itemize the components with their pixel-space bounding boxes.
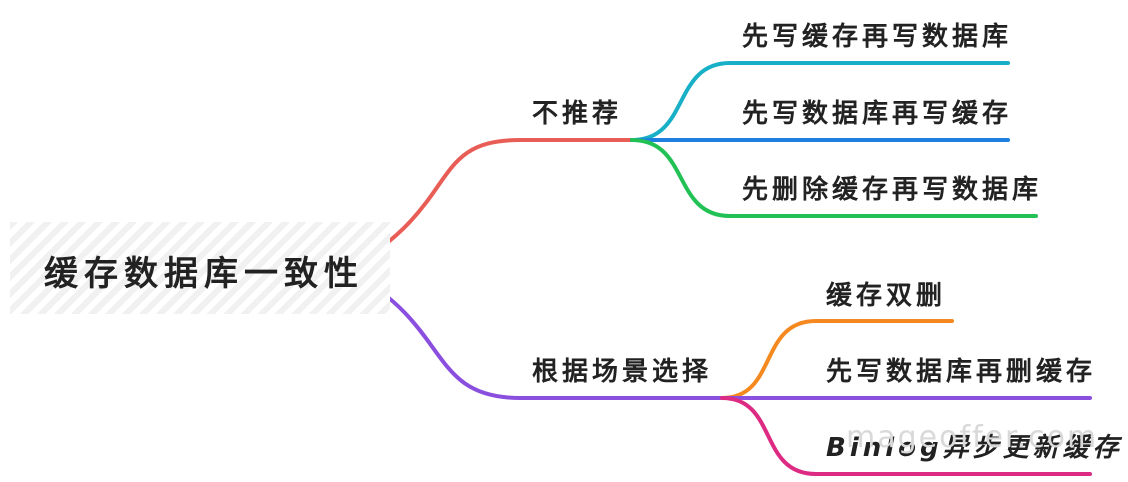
leaf-label-db-then-cache[interactable]: 先写数据库再写缓存 — [742, 99, 1013, 129]
connector-branch-1-child-1 — [630, 61, 1010, 142]
connector-branch-2-child-1 — [720, 319, 954, 400]
connector-root-to-branch-2 — [358, 276, 724, 400]
branch-label-choose-by-scenario[interactable]: 根据场景选择 — [532, 357, 713, 387]
leaf-label-delete-cache-then-db[interactable]: 先删除缓存再写数据库 — [742, 175, 1043, 205]
connector-branch-1-child-3 — [630, 138, 1038, 218]
leaf-label-cache-then-db[interactable]: 先写缓存再写数据库 — [742, 22, 1013, 52]
leaf-label-binlog-async-update[interactable]: Binlog异步更新缓存 — [826, 433, 1123, 463]
leaf-label-double-delete[interactable]: 缓存双删 — [826, 281, 947, 311]
root-node-label[interactable]: 缓存数据库一致性 — [44, 254, 364, 294]
root-node-background — [10, 222, 390, 314]
connector-root-to-branch-1 — [358, 138, 634, 264]
connector-branch-2-child-3 — [720, 396, 1092, 476]
branch-label-not-recommended[interactable]: 不推荐 — [532, 99, 623, 129]
leaf-label-db-then-delete-cache[interactable]: 先写数据库再删缓存 — [826, 357, 1097, 387]
watermark-text: mageoffer.com — [846, 420, 1099, 455]
